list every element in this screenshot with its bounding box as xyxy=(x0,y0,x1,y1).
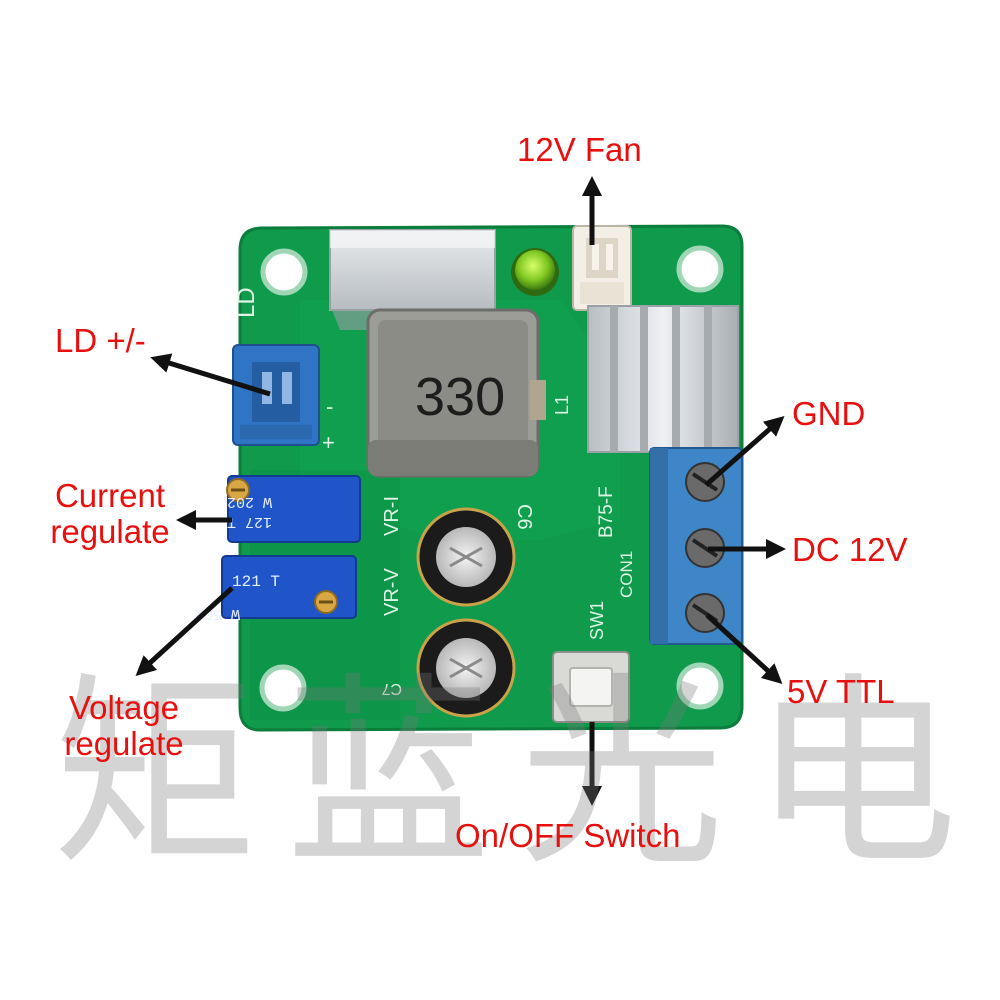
label-on-off-switch: On/OFF Switch xyxy=(455,817,681,854)
silk-ld: LD xyxy=(233,287,260,318)
pot-bottom-line1: 121 T xyxy=(232,573,280,591)
silk-vr-v: VR-V xyxy=(381,568,403,616)
label-voltage-regulate: Voltage regulate xyxy=(50,690,198,762)
label-12v-fan: 12V Fan xyxy=(517,131,642,168)
label-ld: LD +/- xyxy=(55,322,146,359)
silk-con1: CON1 xyxy=(617,551,636,598)
capacitor xyxy=(416,507,516,607)
label-5v-ttl: 5V TTL xyxy=(787,673,895,710)
label-voltage-line1: Voltage xyxy=(68,689,180,726)
silk-plus: + xyxy=(322,430,335,455)
screw-terminal xyxy=(649,447,743,645)
label-gnd: GND xyxy=(792,395,866,432)
fan-connector xyxy=(572,225,632,311)
silk-sw1: SW1 xyxy=(587,601,607,640)
label-current-regulate: Current regulate xyxy=(36,478,184,550)
potentiometer-voltage xyxy=(221,555,357,619)
pot-top-line2: 127 T xyxy=(227,513,272,530)
arrow-icon xyxy=(705,613,783,685)
label-current-line1: Current xyxy=(54,477,166,514)
led-indicator xyxy=(511,248,559,296)
silk-b75: B75-F xyxy=(596,486,617,538)
mounting-hole xyxy=(260,248,308,296)
silk-l1: L1 xyxy=(552,395,572,415)
silk-c7: C7 xyxy=(381,680,402,697)
silk-c6: C6 xyxy=(513,504,535,530)
terminal-screw xyxy=(685,462,725,502)
power-switch xyxy=(552,651,630,723)
pot-top-line1: W 202 xyxy=(227,493,272,510)
mounting-hole xyxy=(259,664,307,712)
arrow-icon xyxy=(135,586,234,677)
heatsink-right xyxy=(587,305,739,453)
silk-minus: - xyxy=(326,394,333,419)
silk-vr-i: VR-I xyxy=(381,496,403,536)
inductor-marking: 330 xyxy=(415,367,505,427)
mounting-hole xyxy=(676,245,724,293)
label-voltage-line2: regulate xyxy=(64,725,184,762)
arrow-icon xyxy=(704,416,785,487)
capacitor xyxy=(416,618,516,718)
arrow-icon xyxy=(150,353,271,397)
label-dc-12v: DC 12V xyxy=(792,531,908,568)
mounting-hole xyxy=(676,662,724,710)
label-current-line2: regulate xyxy=(50,513,170,550)
inductor xyxy=(366,308,546,478)
ld-connector xyxy=(232,344,320,446)
potentiometer-current xyxy=(226,475,361,543)
